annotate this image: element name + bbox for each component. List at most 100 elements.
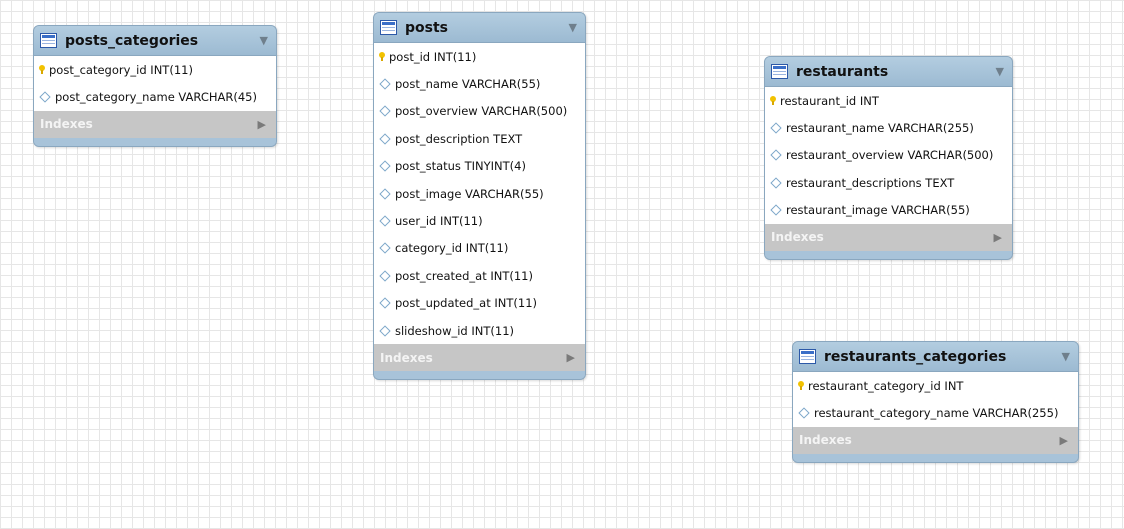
column-row[interactable]: post_name VARCHAR(55)	[374, 70, 585, 97]
column-diamond-icon	[379, 160, 391, 172]
column-row[interactable]: post_id INT(11)	[374, 43, 585, 70]
column-label: post_status TINYINT(4)	[395, 159, 526, 174]
column-label: post_updated_at INT(11)	[395, 296, 537, 311]
column-label: user_id INT(11)	[395, 214, 483, 229]
column-diamond-icon	[379, 187, 391, 200]
primary-key-icon	[379, 52, 385, 62]
column-diamond-icon	[379, 297, 391, 309]
primary-key-icon	[39, 65, 45, 75]
column-label: post_description TEXT	[395, 131, 523, 146]
column-label: post_image VARCHAR(55)	[395, 186, 544, 201]
table-icon	[380, 20, 397, 35]
column-label: post_id INT(11)	[389, 49, 477, 64]
column-diamond-icon	[379, 105, 391, 118]
table-posts-categories[interactable]: posts_categories ▼ post_category_id INT(…	[33, 25, 277, 147]
table-posts[interactable]: posts ▼ post_id INT(11) post_name VARCHA…	[373, 12, 586, 381]
collapse-triangle-icon[interactable]: ▼	[995, 65, 1004, 78]
column-row[interactable]: slideshow_id INT(11)	[374, 317, 585, 344]
indexes-label: Indexes	[40, 117, 93, 132]
column-label: restaurant_image VARCHAR(55)	[786, 203, 970, 218]
column-row[interactable]: post_status TINYINT(4)	[374, 153, 585, 180]
column-row[interactable]: category_id INT(11)	[374, 235, 585, 262]
column-row[interactable]: post_description TEXT	[374, 125, 585, 152]
table-footer	[374, 371, 585, 380]
column-row[interactable]: restaurant_name VARCHAR(255)	[765, 114, 1012, 141]
indexes-section[interactable]: Indexes ▶	[765, 223, 1012, 251]
collapse-triangle-icon[interactable]: ▼	[568, 21, 577, 34]
column-label: slideshow_id INT(11)	[395, 323, 515, 338]
indexes-section[interactable]: Indexes ▶	[374, 344, 585, 372]
table-footer	[34, 137, 276, 146]
column-list: restaurant_id INT restaurant_name VARCHA…	[765, 87, 1012, 224]
indexes-section[interactable]: Indexes ▶	[793, 426, 1078, 454]
column-row[interactable]: user_id INT(11)	[374, 207, 585, 234]
column-diamond-icon	[379, 215, 391, 227]
column-row[interactable]: post_created_at INT(11)	[374, 262, 585, 289]
collapse-triangle-icon[interactable]: ▼	[259, 34, 268, 47]
column-row[interactable]: post_category_name VARCHAR(45)	[34, 83, 276, 110]
column-list: restaurant_category_id INT restaurant_ca…	[793, 372, 1078, 427]
table-restaurants-categories[interactable]: restaurants_categories ▼ restaurant_cate…	[792, 341, 1079, 463]
column-diamond-icon	[770, 122, 782, 134]
primary-key-icon	[798, 381, 804, 391]
table-footer	[793, 453, 1078, 462]
column-row[interactable]: post_category_id INT(11)	[34, 56, 276, 83]
column-label: post_created_at INT(11)	[395, 268, 533, 283]
table-name: posts	[405, 19, 448, 36]
table-restaurants[interactable]: restaurants ▼ restaurant_id INT restaura…	[764, 56, 1013, 260]
column-row[interactable]: restaurant_image VARCHAR(55)	[765, 197, 1012, 224]
column-row[interactable]: restaurant_descriptions TEXT	[765, 169, 1012, 196]
column-label: restaurant_descriptions TEXT	[786, 175, 955, 190]
column-label: post_category_id INT(11)	[49, 62, 193, 77]
column-label: category_id INT(11)	[395, 241, 509, 256]
column-diamond-icon	[770, 149, 782, 162]
column-label: restaurant_overview VARCHAR(500)	[786, 148, 994, 163]
table-header[interactable]: posts_categories ▼	[34, 26, 276, 56]
column-label: post_category_name VARCHAR(45)	[55, 90, 257, 105]
indexes-label: Indexes	[771, 230, 824, 245]
column-diamond-icon	[770, 177, 782, 189]
table-icon	[799, 349, 816, 364]
column-label: restaurant_id INT	[780, 93, 879, 108]
column-row[interactable]: post_updated_at INT(11)	[374, 290, 585, 317]
expand-triangle-icon[interactable]: ▶	[1059, 433, 1068, 447]
column-diamond-icon	[379, 270, 391, 282]
primary-key-icon	[770, 96, 776, 106]
table-footer	[765, 250, 1012, 259]
table-header[interactable]: restaurants ▼	[765, 57, 1012, 87]
column-label: post_overview VARCHAR(500)	[395, 104, 568, 119]
column-label: post_name VARCHAR(55)	[395, 77, 541, 92]
column-list: post_category_id INT(11) post_category_n…	[34, 56, 276, 111]
expand-triangle-icon[interactable]: ▶	[993, 230, 1002, 244]
column-label: restaurant_category_id INT	[808, 378, 964, 393]
expand-triangle-icon[interactable]: ▶	[257, 117, 266, 131]
table-name: restaurants	[796, 63, 889, 80]
table-icon	[40, 33, 57, 48]
table-icon	[771, 64, 788, 79]
column-diamond-icon	[798, 407, 810, 419]
table-header[interactable]: posts ▼	[374, 13, 585, 43]
column-label: restaurant_category_name VARCHAR(255)	[814, 406, 1059, 421]
column-diamond-icon	[379, 133, 391, 145]
indexes-section[interactable]: Indexes ▶	[34, 110, 276, 138]
table-name: posts_categories	[65, 32, 199, 49]
expand-triangle-icon[interactable]: ▶	[566, 351, 575, 365]
column-diamond-icon	[379, 78, 391, 90]
column-row[interactable]: restaurant_category_name VARCHAR(255)	[793, 399, 1078, 426]
column-diamond-icon	[770, 204, 782, 216]
collapse-triangle-icon[interactable]: ▼	[1061, 350, 1070, 363]
table-header[interactable]: restaurants_categories ▼	[793, 342, 1078, 372]
column-row[interactable]: post_overview VARCHAR(500)	[374, 98, 585, 125]
column-row[interactable]: restaurant_category_id INT	[793, 372, 1078, 399]
indexes-label: Indexes	[799, 433, 852, 448]
column-list: post_id INT(11) post_name VARCHAR(55) po…	[374, 43, 585, 345]
column-label: restaurant_name VARCHAR(255)	[786, 121, 974, 136]
column-row[interactable]: restaurant_overview VARCHAR(500)	[765, 142, 1012, 169]
column-row[interactable]: restaurant_id INT	[765, 87, 1012, 114]
column-row[interactable]: post_image VARCHAR(55)	[374, 180, 585, 207]
column-diamond-icon	[379, 324, 391, 337]
table-name: restaurants_categories	[824, 348, 1007, 365]
column-diamond-icon	[39, 91, 51, 103]
indexes-label: Indexes	[380, 350, 433, 365]
column-diamond-icon	[379, 242, 391, 255]
